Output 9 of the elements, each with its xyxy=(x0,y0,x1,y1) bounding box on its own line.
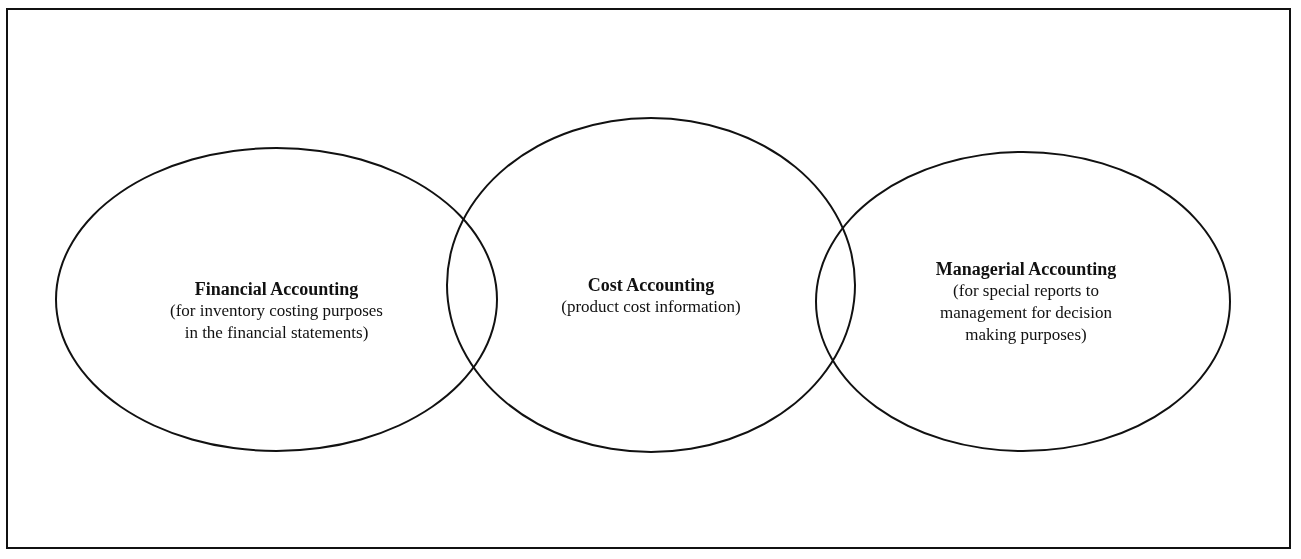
ellipse-node xyxy=(815,151,1231,452)
node-heading: Financial Accounting xyxy=(194,277,359,300)
node-description: (product cost information) xyxy=(561,296,741,318)
ellipse-node xyxy=(55,147,498,452)
node-description: (for inventory costing purposes in the financial statements) xyxy=(169,299,384,344)
node-heading: Managerial Accounting xyxy=(935,257,1117,280)
node-description: (for special reports to management for decision making purposes) xyxy=(939,279,1113,346)
node-heading: Cost Accounting xyxy=(587,274,715,296)
ellipse-node xyxy=(446,117,856,453)
